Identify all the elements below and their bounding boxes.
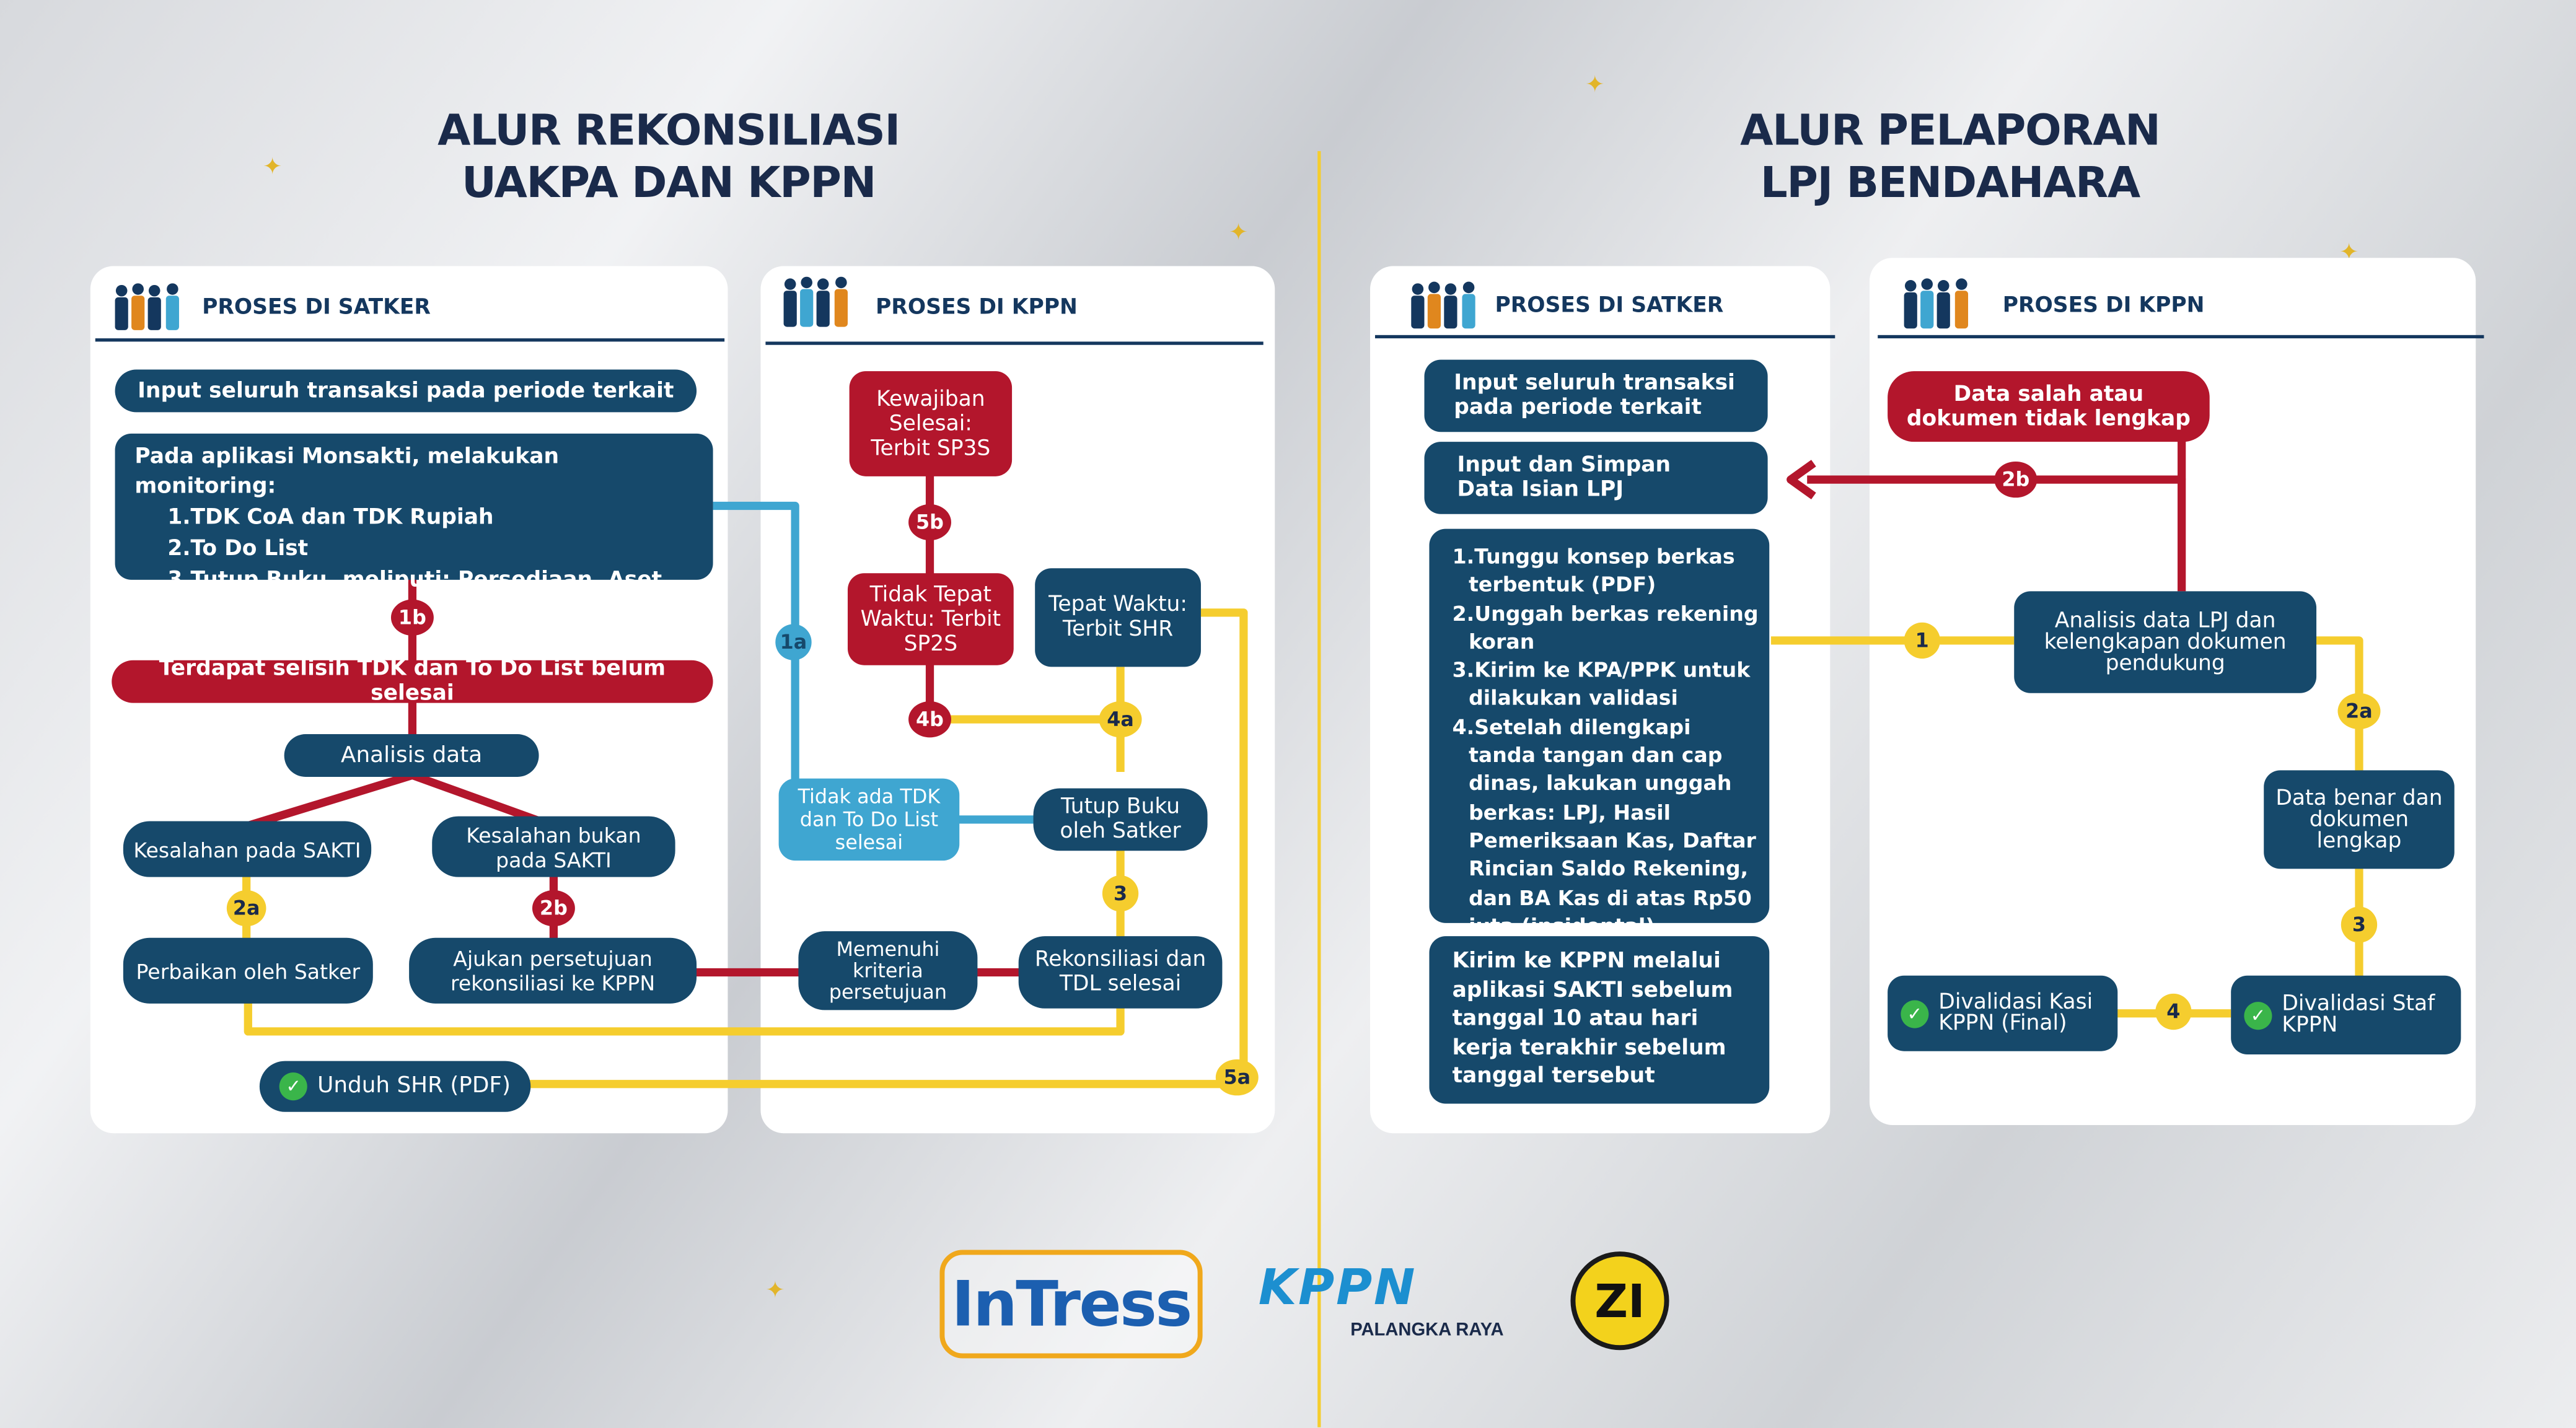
step-3: 3 [1102,875,1139,912]
box-tidak-tepat-waktu: Tidak Tepat Waktu: Terbit SP2S [847,573,1014,665]
step-2b: 2b [532,890,575,927]
step-2a: 2a [226,890,266,927]
monitoring-title: Pada aplikasi Monsakti, melakukan monito… [134,445,560,499]
box-selisih: Terdapat selisih TDK dan To Do List belu… [112,657,713,706]
people-group-icon [783,276,848,327]
monitoring-item: 1.TDK CoA dan TDK Rupiah [167,506,494,531]
sparkle-icon: ✦ [765,1277,785,1304]
box-lpj-input-simpan: Input dan Simpan Data Isian LPJ [1424,442,1768,514]
box-lpj-input-transaksi: Input seluruh transaksi pada periode ter… [1424,359,1768,432]
logo-kppn: KPPN PALANGKA RAYA [1259,1261,1521,1353]
header-line [1878,335,2484,339]
people-group-icon [1411,281,1475,329]
logo-zi: ZI [1570,1251,1669,1351]
box-analisis-data: Analisis data [284,734,539,777]
box-lpj-steps: 1.Tunggu konsep berkas terbentuk (PDF) 2… [1429,528,1770,937]
title-pelaporan-line1: ALUR PELAPORAN [1740,107,2161,156]
box-rekonsiliasi-selesai: Rekonsiliasi dan TDL selesai [1018,936,1223,1009]
box-divalidasi-staf: ✓ Divalidasi Staf KPPN [2231,975,2461,1055]
header-line [95,338,725,342]
sparkle-icon: ✦ [1229,220,1249,247]
sparkle-icon: ✦ [1585,72,1605,99]
check-circle-icon: ✓ [1901,999,1929,1028]
people-group-icon [115,283,179,330]
box-lpj-kirim: Kirim ke KPPN melalui aplikasi SAKTI seb… [1429,936,1770,1104]
step-1a: 1a [775,624,812,660]
box-input-transaksi: Input seluruh transaksi pada periode ter… [115,369,697,413]
header-rekon-kppn: PROSES DI KPPN [876,296,1078,320]
lpj-step-item: 3.Kirim ke KPA/PPK untuk dilakukan valid… [1452,657,1751,711]
box-tepat-waktu: Tepat Waktu: Terbit SHR [1035,568,1201,667]
check-circle-icon: ✓ [2244,1001,2272,1029]
header-line [1374,335,1835,339]
logo-intress: InTress [939,1250,1203,1359]
step-5b: 5b [908,504,951,541]
header-rekon-satker: PROSES DI SATKER [202,296,431,320]
divalidasi-staf-label: Divalidasi Staf KPPN [2282,992,2435,1038]
box-analisis-lpj: Analisis data LPJ dan kelengkapan dokume… [2014,591,2317,693]
logo-zi-text: ZI [1594,1273,1645,1328]
logo-kppn-text: KPPN [1258,1259,1417,1318]
box-tutup-buku: Tutup Buku oleh Satker [1033,788,1208,851]
box-kesalahan-sakti: Kesalahan pada SAKTI [123,821,372,877]
step-lpj-3: 3 [2341,906,2378,943]
check-circle-icon: ✓ [279,1072,308,1101]
box-divalidasi-kasi: ✓ Divalidasi Kasi KPPN (Final) [1888,975,2118,1051]
people-group-icon [1904,278,1969,329]
title-rekonsiliasi-line1: ALUR REKONSILIASI [437,107,900,156]
step-5a: 5a [1215,1059,1259,1096]
unduh-shr-label: Unduh SHR (PDF) [317,1072,511,1099]
step-lpj-2a: 2a [2337,693,2381,730]
arrow-left-icon [1787,460,1816,500]
box-unduh-shr: ✓ Unduh SHR (PDF) [259,1061,531,1112]
lpj-step-item: 4.Setelah dilengkapi tanda tangan dan ca… [1452,714,1756,938]
step-lpj-1: 1 [1904,622,1940,659]
monitoring-item: 3.Tutup Buku, meliputi: Persediaan, Aset… [167,568,670,624]
step-lpj-2b: 2b [1994,461,2038,498]
sparkle-icon: ✦ [263,154,283,181]
divalidasi-kasi-label: Divalidasi Kasi KPPN (Final) [1938,990,2093,1036]
header-lpj-kppn: PROSES DI KPPN [2002,294,2205,319]
box-tidak-ada-tdk: Tidak ada TDK dan To Do List selesai [778,778,960,861]
vertical-divider [1317,151,1321,1427]
step-4a: 4a [1099,701,1142,738]
box-monitoring: Pada aplikasi Monsakti, melakukan monito… [115,433,713,624]
logo-intress-text: InTress [951,1268,1192,1341]
lpj-step-item: 2.Unggah berkas rekening koran [1452,600,1759,654]
monitoring-item: 2.To Do List [167,537,309,562]
logo-kppn-subtext: PALANGKA RAYA [1350,1320,1504,1341]
box-memenuhi-kriteria: Memenuhi kriteria persetujuan [798,931,978,1010]
lpj-step-item: 1.Tunggu konsep berkas terbentuk (PDF) [1452,543,1735,597]
header-lpj-satker: PROSES DI SATKER [1495,294,1724,319]
title-pelaporan-line2: LPJ BENDAHARA [1760,159,2141,209]
step-lpj-4: 4 [2155,993,2192,1030]
box-kesalahan-bukan-sakti: Kesalahan bukan pada SAKTI [432,816,675,877]
box-kewajiban-selesai: Kewajiban Selesai: Terbit SP3S [849,371,1013,476]
header-line [765,341,1264,345]
step-1b: 1b [390,599,434,636]
title-rekonsiliasi-line2: UAKPA DAN KPPN [462,159,876,209]
box-ajukan-persetujuan: Ajukan persetujuan rekonsiliasi ke KPPN [409,937,697,1004]
box-data-salah: Data salah atau dokumen tidak lengkap [1888,371,2210,442]
box-data-benar: Data benar dan dokumen lengkap [2264,770,2455,869]
step-4b: 4b [908,701,951,738]
box-perbaikan-satker: Perbaikan oleh Satker [123,937,373,1004]
